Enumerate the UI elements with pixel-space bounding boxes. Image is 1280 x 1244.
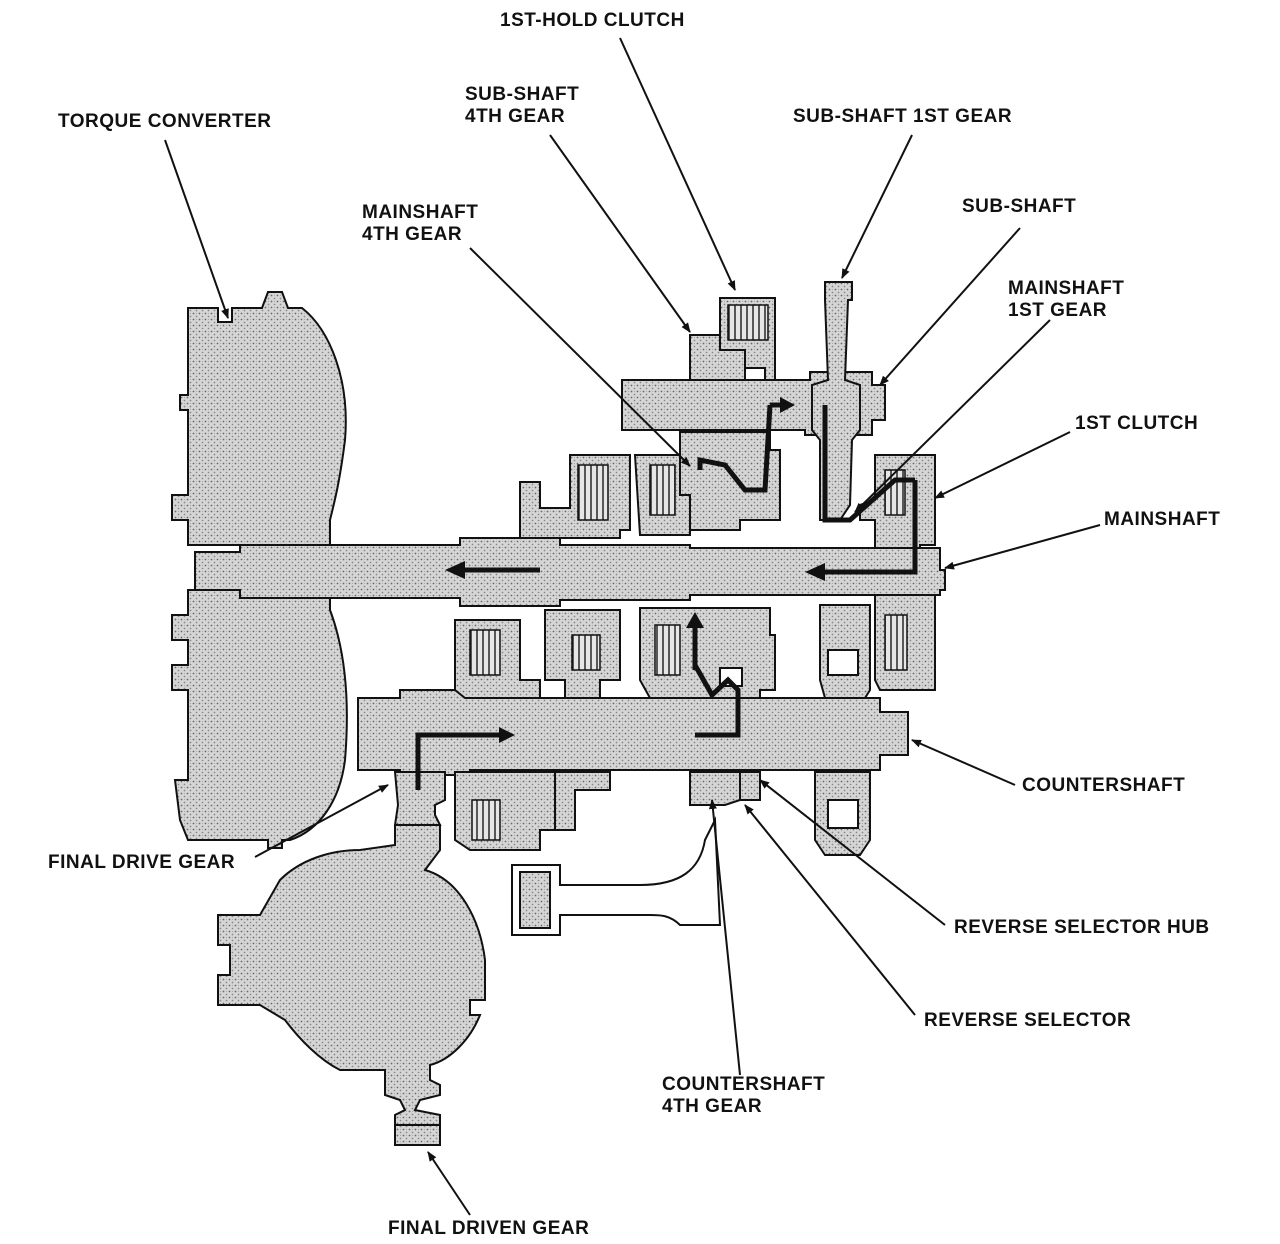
label-countershaft: COUNTERSHAFT xyxy=(1022,775,1186,796)
countershaft-4th-clutch xyxy=(639,607,776,699)
reverse-selector-fork xyxy=(511,816,722,936)
leader-1st-clutch xyxy=(934,431,1071,499)
leader-final-drive-gear xyxy=(254,784,389,858)
leader-mainshaft-1st-gear xyxy=(854,319,1051,513)
label-mainshaft-4th-gear-line1: MAINSHAFT xyxy=(362,202,479,223)
label-mainshaft-4th-gear: MAINSHAFT 4TH GEAR xyxy=(362,202,478,246)
leader-countershaft xyxy=(911,739,1016,786)
subshaft-1st-gear xyxy=(811,281,861,521)
leader-mainshaft xyxy=(944,524,1101,570)
leader-subshaft-1st-gear xyxy=(841,134,913,279)
leader-lines xyxy=(164,37,1101,1216)
label-final-driven-gear: FINAL DRIVEN GEAR xyxy=(388,1218,590,1239)
label-mainshaft-4th-gear-line2: 4TH GEAR xyxy=(362,224,463,245)
reverse-idle-gear-right xyxy=(819,604,871,699)
leader-mainshaft-4th-gear xyxy=(469,247,691,467)
final-drive-gear xyxy=(393,771,446,826)
label-subshaft-4th-gear-line2: 4TH GEAR xyxy=(465,106,566,127)
leader-final-driven-gear xyxy=(427,1151,471,1216)
label-reverse-selector-hub: REVERSE SELECTOR HUB xyxy=(954,917,1210,938)
countershaft-lower-gears xyxy=(454,771,871,856)
label-mainshaft-1st-gear-line1: MAINSHAFT xyxy=(1008,278,1125,299)
power-flow-path xyxy=(415,397,918,790)
label-subshaft-4th-gear-line1: SUB-SHAFT xyxy=(465,84,580,105)
torque-converter-housing xyxy=(171,291,348,849)
leader-torque-converter xyxy=(164,139,229,319)
label-subshaft-1st-gear: SUB-SHAFT 1ST GEAR xyxy=(793,106,1013,127)
leader-1st-hold-clutch xyxy=(619,37,736,291)
countershaft-gear-center xyxy=(544,609,621,699)
leader-reverse-selector-hub xyxy=(759,779,946,926)
label-1st-clutch: 1ST CLUTCH xyxy=(1075,413,1199,434)
label-countershaft-4th-gear: COUNTERSHAFT 4TH GEAR xyxy=(662,1074,825,1118)
countershaft-clutch-pack-left xyxy=(454,619,541,699)
leader-reverse-selector xyxy=(744,804,916,1016)
differential-housing xyxy=(217,824,486,1146)
label-countershaft-4th-gear-line2: 4TH GEAR xyxy=(662,1096,763,1117)
mainshaft xyxy=(194,537,946,607)
first-hold-clutch-pack xyxy=(689,297,776,381)
label-1st-hold-clutch: 1ST-HOLD CLUTCH xyxy=(500,10,685,31)
label-mainshaft-1st-gear: MAINSHAFT 1ST GEAR xyxy=(1008,278,1124,322)
label-subshaft-4th-gear: SUB-SHAFT 4TH GEAR xyxy=(465,84,579,128)
leader-countershaft-4th-gear xyxy=(708,799,741,1076)
leader-subshaft-4th-gear xyxy=(549,134,691,333)
label-countershaft-4th-gear-line1: COUNTERSHAFT xyxy=(662,1074,826,1095)
label-final-drive-gear: FINAL DRIVE GEAR xyxy=(48,852,236,873)
mainshaft-clutch-pack-left xyxy=(519,454,631,539)
label-mainshaft-1st-gear-line2: 1ST GEAR xyxy=(1008,300,1108,321)
leader-subshaft xyxy=(879,227,1021,386)
label-subshaft: SUB-SHAFT xyxy=(962,196,1077,217)
label-reverse-selector: REVERSE SELECTOR xyxy=(924,1010,1132,1031)
label-mainshaft: MAINSHAFT xyxy=(1104,509,1221,530)
label-torque-converter: TORQUE CONVERTER xyxy=(58,111,272,132)
